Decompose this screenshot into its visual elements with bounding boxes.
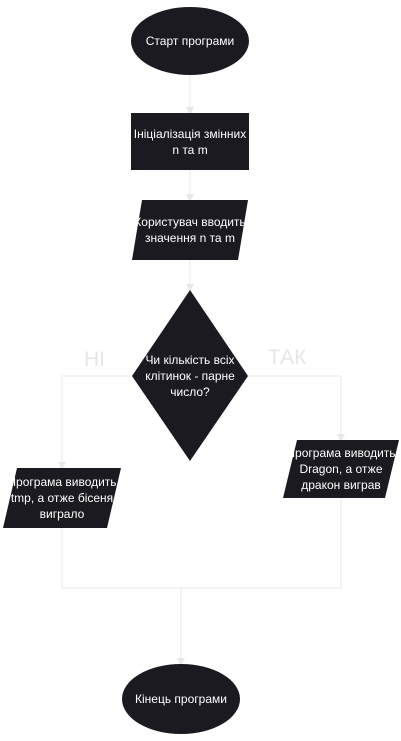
decision-label: Чи кількість всіх клітинок - парне число… bbox=[145, 353, 235, 399]
start-terminator bbox=[131, 7, 249, 75]
connector-no-merge bbox=[61, 528, 181, 589]
branch-no-label: НІ bbox=[84, 348, 105, 371]
connector-yes-merge bbox=[181, 498, 342, 589]
input-label: Користувач вводить значення n та m bbox=[134, 215, 246, 245]
output-no-label: Програма виводить tmp, а отже бісеня виг… bbox=[7, 475, 117, 521]
end-terminator bbox=[122, 664, 240, 734]
init-process bbox=[131, 113, 249, 170]
end-label: Кінець програми bbox=[135, 692, 227, 706]
input-parallelogram bbox=[132, 200, 248, 260]
output-yes-parallelogram bbox=[283, 440, 399, 498]
decision-diamond bbox=[132, 290, 248, 461]
branch-yes-label: ТАК bbox=[268, 346, 307, 369]
output-yes-label: Програма виводить Dragon, а отже дракон … bbox=[286, 446, 396, 492]
start-label: Старт програми bbox=[145, 34, 235, 48]
init-label: Ініціалізація змінних n та m bbox=[133, 126, 247, 157]
output-no-parallelogram bbox=[3, 468, 121, 528]
connector-decision-no bbox=[58, 375, 132, 470]
connector-decision-yes bbox=[248, 375, 345, 442]
